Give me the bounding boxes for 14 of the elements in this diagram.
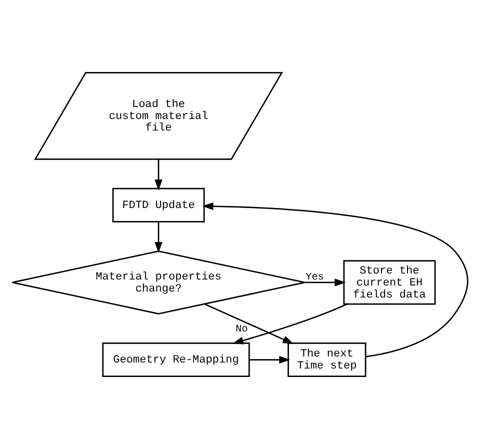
arrow (204, 302, 294, 344)
node-box: FDTD Update (112, 187, 205, 222)
arrow (305, 278, 346, 286)
edge-label: Yes (306, 272, 324, 284)
node-box: Store the current EH fields data (343, 260, 436, 304)
edge-label: No (236, 324, 248, 336)
node-box: The next Time step (288, 342, 366, 376)
node-diamond: Material properties change? (12, 250, 306, 314)
arrow (154, 158, 162, 190)
arrow (154, 222, 162, 253)
node-box: Geometry Re-Mapping (102, 342, 250, 376)
arrow (249, 355, 290, 364)
arrow (202, 202, 468, 357)
arrow (232, 303, 348, 344)
